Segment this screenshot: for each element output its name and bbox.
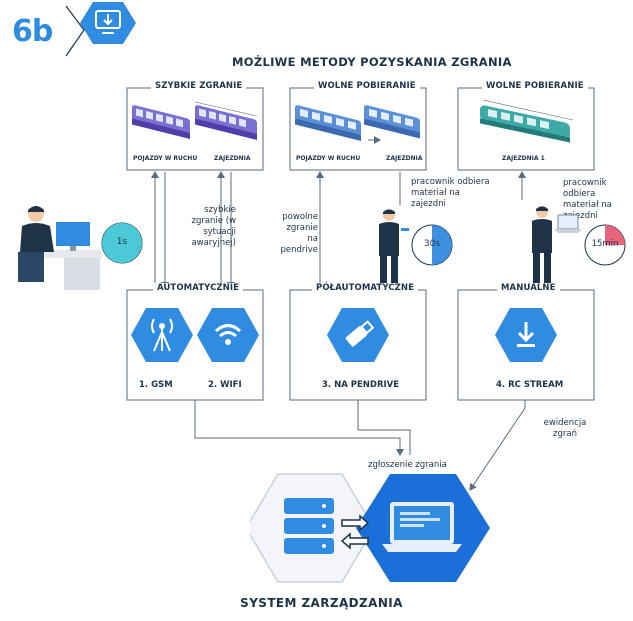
- caption-slow-depot: ZAJEZDNIA: [386, 155, 423, 162]
- timer-30s-ring: [411, 224, 453, 266]
- caption-fast-depot: ZAJEZDNIA: [214, 155, 251, 162]
- section-title-automatic: AUTOMATYCZNIE: [153, 283, 244, 293]
- section-badge: 6b: [0, 0, 150, 60]
- train-depot-icon: [364, 105, 420, 139]
- note-slow-download: powolne zgranie na pendrive: [280, 212, 318, 255]
- timer-15min-ring: [584, 224, 626, 266]
- method-rc-stream-label: 4. RC STREAM: [496, 380, 564, 390]
- caption-slow-in-motion: POJAZDY W RUCHU: [296, 155, 361, 162]
- download-stream-icon: [495, 308, 557, 362]
- caption-manual-depot: ZAJEZDNIA 1: [502, 155, 545, 162]
- timer-15min: 15min: [584, 224, 626, 266]
- section-number: 6b: [12, 14, 53, 49]
- method-gsm-label: 1. GSM: [139, 380, 173, 390]
- section-title-semi-automatic: PÓŁAUTOMATYCZNE: [312, 283, 419, 293]
- timer-1s: 1s: [101, 222, 143, 264]
- sync-arrows-icon: [340, 514, 370, 550]
- note-evidence: ewidencja zgrań: [543, 418, 587, 439]
- server-stack-icon: [284, 498, 334, 554]
- timer-15min-label: 15min: [591, 239, 619, 249]
- operator-at-desk-icon: [18, 206, 102, 290]
- section-title-fast: SZYBKIE ZGRANIE: [151, 81, 247, 91]
- train-in-motion-icon: [295, 105, 361, 141]
- timer-1s-label: 1s: [116, 237, 128, 247]
- badge-chevron: [65, 5, 85, 57]
- tram-in-motion-icon: [132, 105, 190, 139]
- system-title: SYSTEM ZARZĄDZANIA: [240, 596, 403, 610]
- note-fast-download: szybkie zgranie (w sytuacji awaryjnej): [191, 205, 236, 248]
- caption-fast-in-motion: POJAZDY W RUCHU: [133, 155, 198, 162]
- timer-30s-label: 30s: [423, 239, 441, 249]
- tram-teal-icon: [480, 100, 574, 143]
- method-wifi-label: 2. WIFI: [208, 380, 242, 390]
- worker-1-icon: [379, 209, 409, 284]
- method-pendrive-label: 3. NA PENDRIVE: [322, 380, 400, 390]
- section-title-manual: WOLNE POBIERANIE: [482, 81, 588, 91]
- wifi-icon: [197, 308, 259, 362]
- note-worker-2: pracownik odbiera materiał na zajezdni: [563, 178, 612, 221]
- worker-2-icon: [532, 206, 582, 283]
- section-title-manual-bottom: MANUALNE: [497, 283, 560, 293]
- tram-depot-icon: [194, 101, 258, 140]
- management-system-graphic: [250, 473, 490, 583]
- usb-drive-icon: [327, 308, 389, 362]
- laptop-icon: [382, 502, 462, 552]
- timer-30s: 30s: [411, 224, 453, 266]
- timer-1s-ring: [101, 222, 143, 264]
- note-worker-1: pracownik odbiera materiał na zajezdni: [411, 177, 490, 209]
- note-report: zgłoszenie zgrania: [368, 460, 447, 470]
- page-title: MOŻLIWE METODY POZYSKANIA ZGRANIA: [232, 55, 512, 69]
- section-title-slow: WOLNE POBIERANIE: [314, 81, 420, 91]
- monitor-download-icon: [80, 2, 136, 44]
- gsm-antenna-icon: [131, 308, 193, 362]
